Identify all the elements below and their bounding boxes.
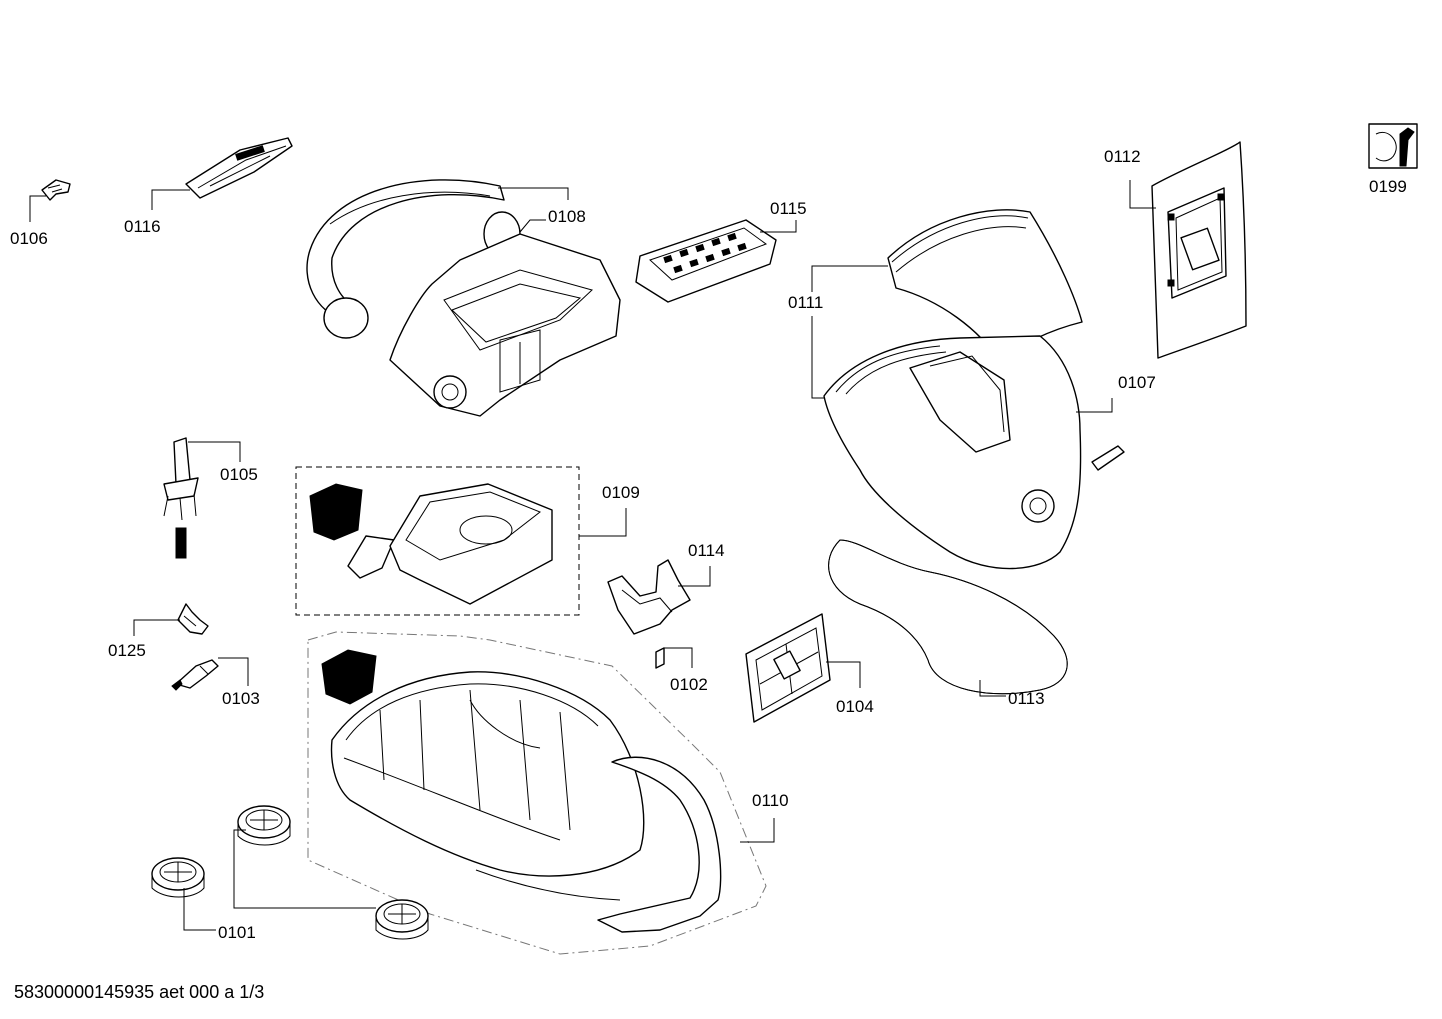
wrench-icon: [1399, 127, 1415, 167]
label-0107: 0107: [1118, 373, 1156, 392]
document-footer-id: 58300000145935 aet 000 a 1/3: [14, 982, 264, 1002]
label-0101: 0101: [218, 923, 256, 942]
label-0106: 0106: [10, 229, 48, 248]
label-0116: 0116: [124, 217, 161, 236]
label-0103: 0103: [222, 689, 260, 708]
label-0125: 0125: [108, 641, 146, 660]
part-0101-castor-wheels[interactable]: 0101: [151, 805, 429, 942]
label-0199: 0199: [1369, 177, 1407, 196]
label-0109: 0109: [602, 483, 640, 502]
castor-wheel: [237, 805, 291, 846]
part-0109-motor-mount[interactable]: 0109: [295, 466, 640, 616]
castor-wheel: [151, 857, 205, 898]
part-0111-lid[interactable]: 0111: [788, 209, 1083, 399]
part-0125-clip[interactable]: 0125: [108, 603, 209, 660]
label-0110: 0110: [752, 791, 789, 810]
part-0107-body[interactable]: 0107: [823, 335, 1156, 570]
label-0115: 0115: [770, 199, 807, 218]
label-0108: 0108: [548, 207, 586, 226]
part-0116-cover[interactable]: 0116: [124, 137, 293, 236]
castor-wheel: [375, 899, 429, 940]
part-0108-top-housing[interactable]: 0108: [306, 179, 621, 417]
part-0110-base-housing[interactable]: 0110: [307, 631, 789, 955]
part-0103-sensor[interactable]: 0103: [171, 657, 260, 708]
part-0106-clip[interactable]: 0106: [10, 179, 71, 248]
label-0112: 0112: [1104, 147, 1141, 166]
part-0102-tab[interactable]: 0102: [655, 647, 708, 694]
part-0113-seal[interactable]: 0113: [828, 539, 1068, 708]
part-0199-service-tool[interactable]: 0199: [1368, 123, 1418, 196]
part-0105-pin[interactable]: 0105: [163, 437, 258, 559]
part-0114-bracket[interactable]: 0114: [607, 541, 725, 635]
label-0102: 0102: [670, 675, 708, 694]
part-0115-filter[interactable]: 0115: [635, 199, 807, 303]
part-0112-dust-bag[interactable]: 0112: [1104, 141, 1247, 359]
label-0105: 0105: [220, 465, 258, 484]
label-0114: 0114: [688, 541, 725, 560]
part-0104-grille[interactable]: 0104: [745, 613, 874, 723]
label-0111: 0111: [788, 293, 823, 312]
label-0104: 0104: [836, 697, 874, 716]
label-0113: 0113: [1008, 689, 1045, 708]
